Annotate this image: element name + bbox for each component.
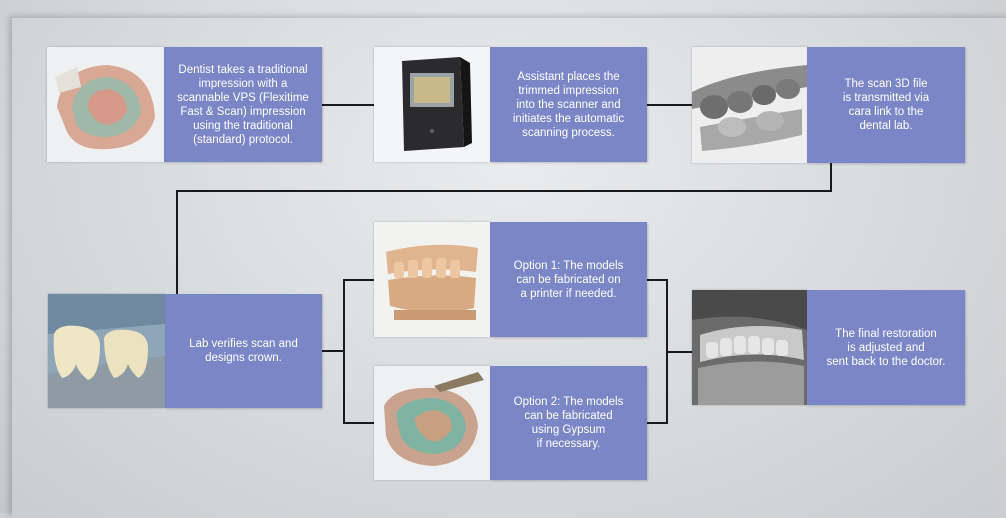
option-1-box: Option 1: The models can be fabricated o… [490,222,647,337]
step-2-box: Assistant places the trimmed impression … [490,47,647,162]
gypsum-impression-photo [374,366,490,480]
step-1-box: Dentist takes a traditional impression w… [164,47,322,162]
final-restoration-photo [692,290,807,405]
impression-tray-photo [47,47,164,162]
option-2-text: Option 2: The models can be fabricated u… [513,396,624,450]
3d-scan-model-photo [692,47,807,163]
step-3-text: The scan 3D file is transmitted via cara… [842,78,930,132]
step-2-text: Assistant places the trimmed impression … [512,70,625,139]
printed-model-photo [374,222,490,337]
option-2-box: Option 2: The models can be fabricated u… [490,366,647,480]
final-step-text: The final restoration is adjusted and se… [826,327,946,368]
step-4-text: Lab verifies scan and designs crown. [189,338,298,364]
crown-design-photo [48,294,165,408]
step-4-box: Lab verifies scan and designs crown. [165,294,322,408]
step-3-box: The scan 3D file is transmitted via cara… [807,47,965,163]
option-1-text: Option 1: The models can be fabricated o… [513,259,624,300]
scanner-device-photo [374,47,490,162]
final-step-box: The final restoration is adjusted and se… [807,290,965,405]
step-1-text: Dentist takes a traditional impression w… [177,63,309,146]
